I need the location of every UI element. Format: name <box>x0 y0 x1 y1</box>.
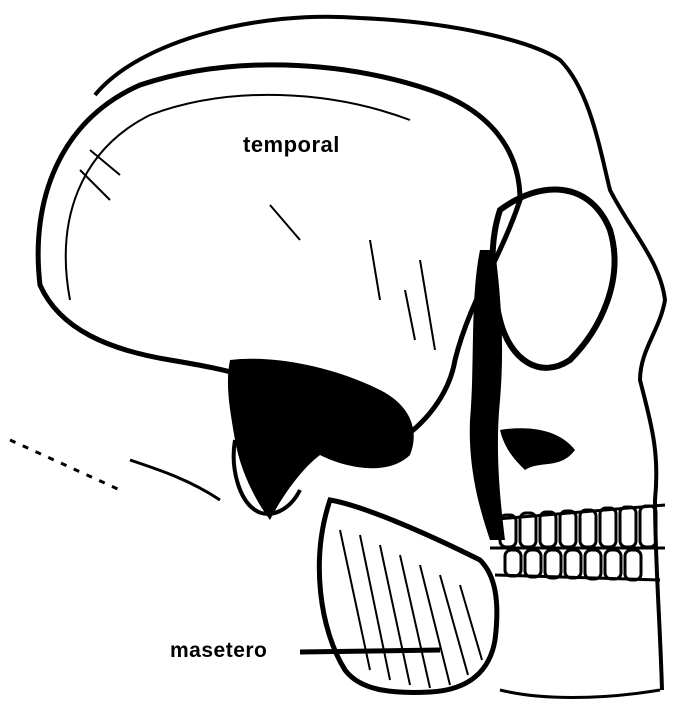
dotted-edge <box>10 440 120 490</box>
masetero-label: masetero <box>170 639 267 663</box>
occipital-edge <box>130 460 220 500</box>
masseter-outline <box>319 500 497 692</box>
cheek-shading <box>500 428 575 470</box>
teeth-row <box>485 505 665 580</box>
temporal-inner-arc <box>66 95 410 300</box>
mandible-edge <box>500 690 660 698</box>
maxilla-shading <box>470 250 505 540</box>
temporal-label: temporal <box>243 132 340 158</box>
masseter-fibers <box>340 530 482 688</box>
orbit-outline <box>493 190 615 368</box>
temporal-fan-striations <box>80 150 435 350</box>
temporal-tendon-mass <box>228 359 414 520</box>
masetero-pointer-line <box>300 650 440 652</box>
